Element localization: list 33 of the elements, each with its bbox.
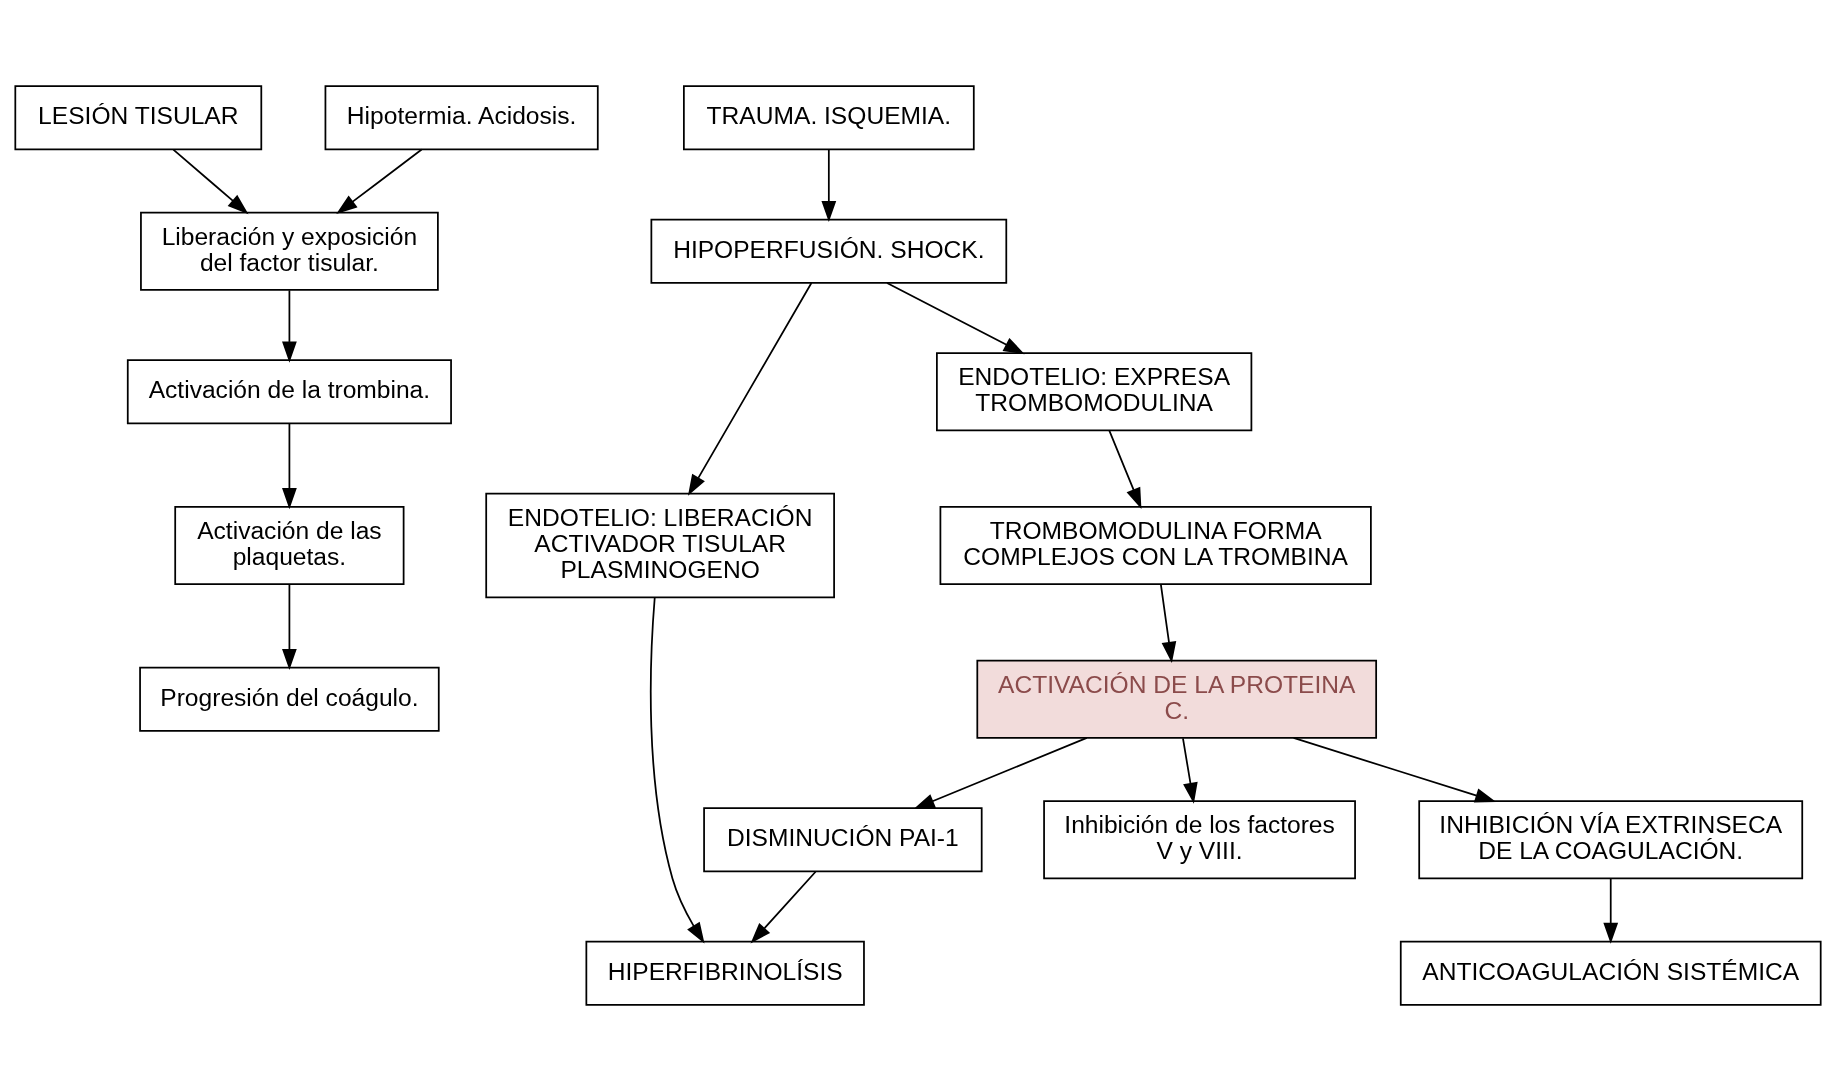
arrow xyxy=(687,282,813,496)
node-box: ANTICOAGULACIÓN SISTÉMICA xyxy=(1399,940,1822,1006)
node-box: Hipotermia. Acidosis. xyxy=(324,85,599,151)
node-box: Liberación y exposición del factor tisular. xyxy=(140,211,439,291)
arrow xyxy=(821,148,837,223)
node-box: Inhibición de los factores V y VIII. xyxy=(1043,800,1356,880)
node-box: TROMBOMODULINA FORMA COMPLEJOS CON LA TROMBINA xyxy=(939,505,1372,586)
arrow xyxy=(282,583,297,670)
arrow xyxy=(1108,429,1142,509)
node-box: INHIBICIÓN VÍA EXTRINSECA DE LA COAGULACIÓN. xyxy=(1418,800,1804,880)
node-box: HIPOPERFUSIÓN. SHOCK. xyxy=(650,218,1008,284)
node-box: ENDOTELIO: EXPRESA TROMBOMODULINA xyxy=(936,352,1253,432)
arrow xyxy=(750,870,817,944)
arrow xyxy=(336,148,423,215)
node-box: HIPERFIBRINOLÍSIS xyxy=(585,940,865,1006)
arrow xyxy=(1603,877,1619,944)
arrow xyxy=(913,737,1088,810)
node-box: TRAUMA. ISQUEMIA. xyxy=(683,85,975,151)
node-box: DISMINUCIÓN PAI-1 xyxy=(703,807,983,873)
arrow xyxy=(1182,737,1198,804)
arrow xyxy=(1159,583,1177,663)
node-box: LESIÓN TISULAR xyxy=(14,85,263,151)
arrow xyxy=(1292,737,1497,803)
arrow xyxy=(886,282,1025,355)
arrow xyxy=(282,289,297,363)
arrow xyxy=(649,596,705,944)
node-box: Activación de la trombina. xyxy=(126,359,452,425)
node-box: ACTIVACIÓN DE LA PROTEINA C. xyxy=(976,659,1378,739)
node-box: ENDOTELIO: LIBERACIÓN ACTIVADOR TISULAR PLASMINOGENO xyxy=(485,492,835,599)
arrow xyxy=(282,423,297,510)
arrow xyxy=(172,148,249,215)
node-box: Activación de las plaquetas. xyxy=(174,505,405,586)
node-box: Progresión del coágulo. xyxy=(139,666,440,732)
